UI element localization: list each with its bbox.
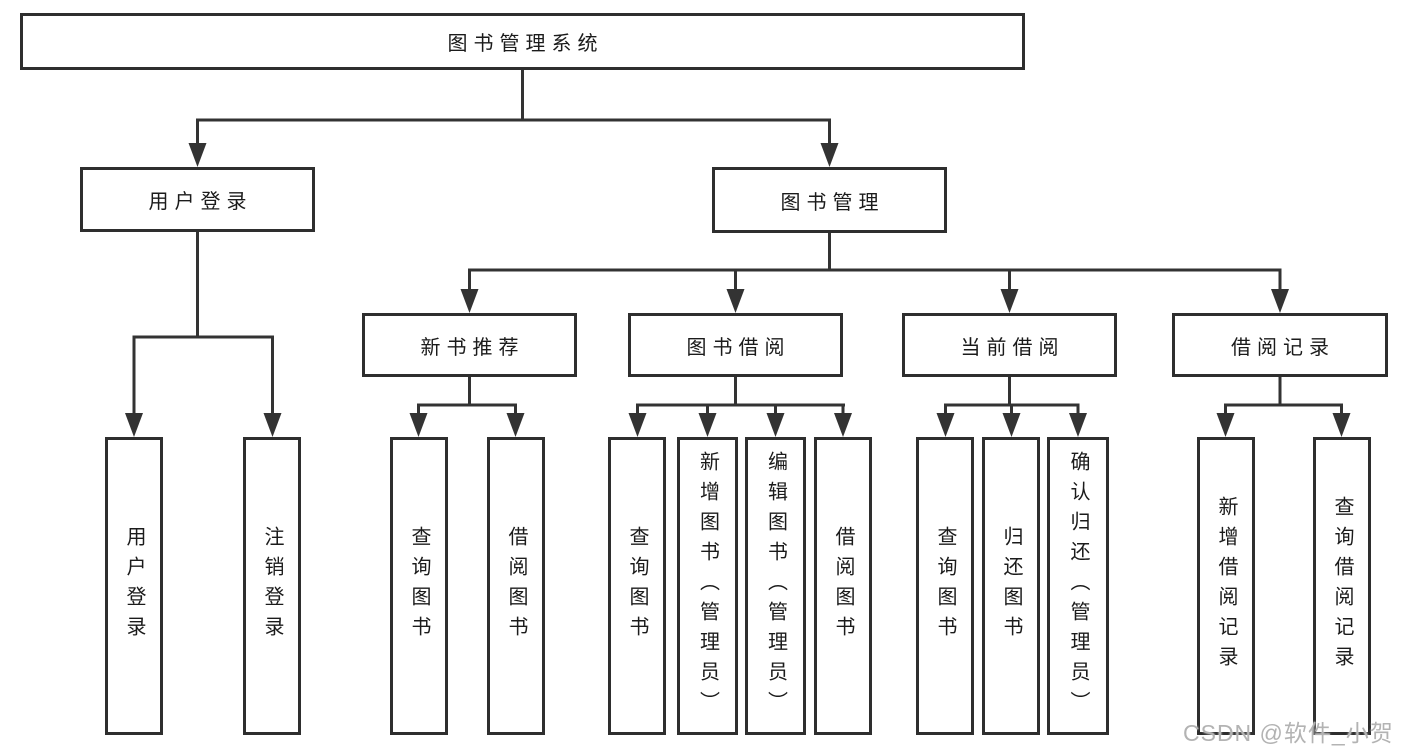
node-book-borrow: 图书借阅	[628, 313, 843, 377]
node-new-book-recommend: 新书推荐	[362, 313, 577, 377]
connector-root-to-level2	[196, 70, 831, 148]
leaf-edit-book-admin: 编辑图书（管理员）	[745, 437, 806, 735]
connector-borrow-records-children	[1224, 377, 1343, 418]
csdn-watermark: CSDN @软件_小贺同学	[1183, 720, 1394, 746]
arrowheads	[125, 143, 1351, 437]
connector-user-login-children	[132, 232, 274, 418]
node-library-system: 图书管理系统	[20, 13, 1025, 70]
leaf-logout: 注销登录	[243, 437, 301, 735]
leaf-add-book-admin: 新增图书（管理员）	[677, 437, 738, 735]
leaf-query-borrow-record: 查询借阅记录	[1313, 437, 1371, 735]
connector-book-borrow-children	[636, 377, 845, 418]
leaf-borrow-books-recommend: 借阅图书	[487, 437, 545, 735]
leaf-query-books-recommend: 查询图书	[390, 437, 448, 735]
leaf-confirm-return-admin: 确认归还（管理员）	[1047, 437, 1109, 735]
leaf-return-book: 归还图书	[982, 437, 1040, 735]
node-borrow-records: 借阅记录	[1172, 313, 1388, 377]
leaf-borrow-books-borrow: 借阅图书	[814, 437, 872, 735]
leaf-query-books-current: 查询图书	[916, 437, 974, 735]
leaf-query-books-borrow: 查询图书	[608, 437, 666, 735]
connector-new-book-recommend-children	[417, 377, 517, 418]
connector-current-borrow-children	[944, 377, 1080, 418]
leaf-add-borrow-record: 新增借阅记录	[1197, 437, 1255, 735]
leaf-user-login: 用户登录	[105, 437, 163, 735]
node-current-borrow: 当前借阅	[902, 313, 1117, 377]
connector-book-management-children	[468, 233, 1282, 294]
node-user-login: 用户登录	[80, 167, 315, 232]
node-book-management: 图书管理	[712, 167, 947, 233]
